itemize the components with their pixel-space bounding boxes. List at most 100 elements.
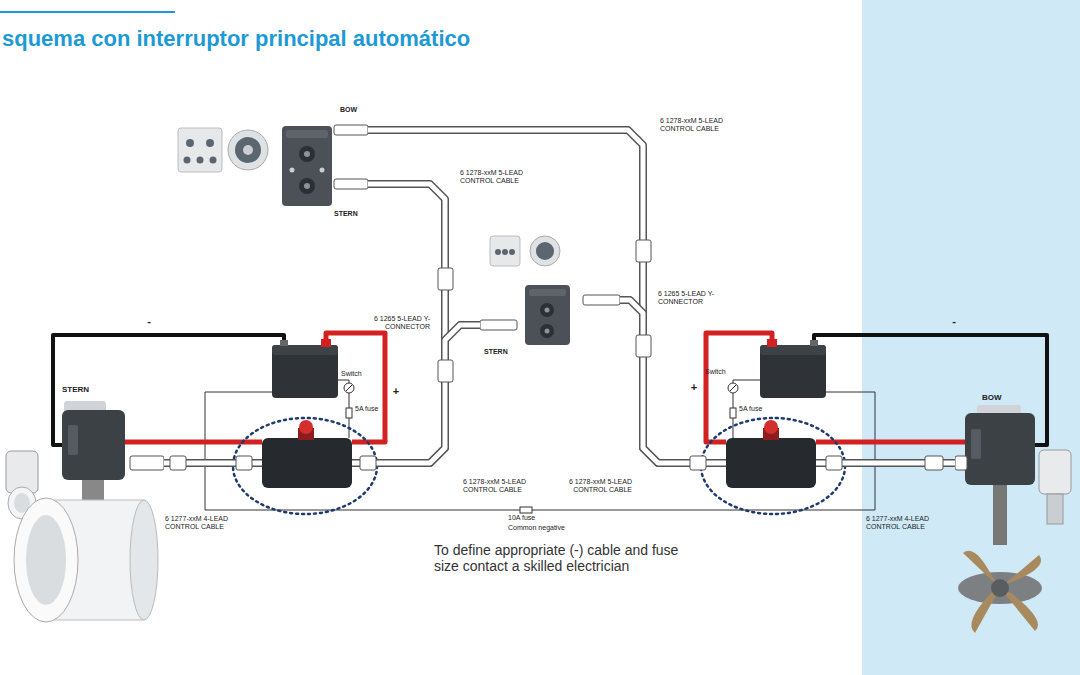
illustration-part xyxy=(955,456,967,470)
illustration-part xyxy=(726,438,816,488)
illustration-part xyxy=(243,145,253,155)
text-holder: Common negative xyxy=(508,524,565,532)
illustration-part xyxy=(82,480,104,502)
text-holder: 5A fuse xyxy=(355,405,378,413)
illustration-part xyxy=(438,360,453,382)
control-panel: STERN xyxy=(480,282,620,370)
diagram-label: 6 1277-xxM 4-LEAD CONTROL CABLE xyxy=(866,515,941,531)
node-text: STERN xyxy=(334,210,358,218)
diagram-label: Common negative xyxy=(508,524,565,532)
illustration-part xyxy=(235,137,261,163)
illustration-part xyxy=(971,429,981,459)
illustration-part xyxy=(991,579,1009,597)
illustration-part xyxy=(304,183,310,189)
illustration-part xyxy=(262,438,352,488)
illustration-part xyxy=(186,139,194,147)
illustration-part xyxy=(1047,494,1063,524)
diagram-label: - xyxy=(948,315,960,328)
illustration-part xyxy=(0,11,175,13)
text-holder: 6 1277-xxM 4-LEAD CONTROL CABLE xyxy=(866,515,941,531)
illustration-part xyxy=(525,285,570,345)
illustration-part xyxy=(170,456,186,470)
text-holder: BOW xyxy=(340,106,357,114)
illustration-part xyxy=(530,236,560,266)
text-holder: STERN xyxy=(334,210,358,218)
illustration-part xyxy=(826,456,842,470)
cable-label: 6 1278-xxM 5-LEAD CONTROL CABLE xyxy=(660,117,734,133)
diagram-label: Switch xyxy=(341,370,362,378)
illustration-part xyxy=(536,242,554,260)
text-holder: 6 1265 5-LEAD Y-CONNECTOR xyxy=(658,290,722,306)
illustration-part xyxy=(280,340,288,346)
node-text: BOW xyxy=(340,106,357,114)
illustration-part xyxy=(320,168,325,173)
illustration-part xyxy=(495,249,501,255)
illustration-part xyxy=(26,515,66,605)
cable-label: 6 1278-xxM 5-LEAD CONTROL CABLE xyxy=(556,478,632,494)
diagram-label: 6 1265 5-LEAD Y-CONNECTOR xyxy=(368,315,430,331)
text-holder: + xyxy=(689,381,699,394)
cable-outline xyxy=(368,130,955,463)
text-holder: - xyxy=(948,315,960,328)
note-text: To define appropriate (-) cable and fuse… xyxy=(434,542,702,574)
illustration-part xyxy=(816,440,965,445)
illustration-part xyxy=(438,268,453,290)
control-panel-drawing xyxy=(480,282,620,370)
text-holder: Switch xyxy=(341,370,362,378)
control-panel-drawing xyxy=(280,104,368,222)
page-title: squema con interruptor principal automát… xyxy=(2,26,470,51)
diagram-label: Switch xyxy=(705,368,726,376)
node-text: BOW xyxy=(982,393,1002,402)
illustration-part xyxy=(299,420,313,434)
illustration-part xyxy=(480,320,517,330)
illustration-part xyxy=(68,425,78,455)
illustration-part xyxy=(236,456,252,470)
illustration-part xyxy=(304,151,310,157)
text-holder: + xyxy=(391,385,401,398)
illustration-part xyxy=(520,507,532,513)
bow-thruster-drawing xyxy=(955,393,1075,645)
illustration-part xyxy=(130,456,164,470)
illustration-part xyxy=(346,385,352,391)
cable-label: 6 1278-xxM 5-LEAD CONTROL CABLE xyxy=(463,478,537,494)
text-holder: 5A fuse xyxy=(739,405,762,413)
stern-thruster-drawing xyxy=(4,385,164,645)
illustration-part xyxy=(490,236,520,266)
illustration-part xyxy=(206,139,214,147)
illustration-part xyxy=(197,157,204,164)
illustration-part xyxy=(545,329,550,334)
illustration-part xyxy=(925,456,943,470)
illustration-part xyxy=(334,125,368,135)
illustration-part xyxy=(993,485,1007,545)
text-holder: STERN xyxy=(484,348,508,356)
diagram-label: 10A fuse xyxy=(508,514,535,522)
illustration-part xyxy=(130,500,158,620)
illustration-part xyxy=(730,385,736,391)
diagram-label: + xyxy=(689,381,699,394)
illustration-part xyxy=(540,303,554,317)
bow-thruster: BOW xyxy=(955,393,1075,645)
control-panel: BOW STERN xyxy=(280,104,368,222)
illustration-part xyxy=(764,420,778,434)
illustration-part xyxy=(184,157,191,164)
text-holder: To define appropriate (-) cable and fuse… xyxy=(434,542,702,574)
illustration-part xyxy=(321,339,331,347)
illustration-part xyxy=(502,249,508,255)
illustration-part xyxy=(636,335,651,357)
stern-thruster: STERN xyxy=(4,385,164,645)
cable-outline xyxy=(164,184,445,463)
illustration-part xyxy=(178,128,222,172)
illustration-part xyxy=(360,456,376,470)
cable-core xyxy=(164,184,445,463)
control-cable xyxy=(368,130,955,463)
illustration-part xyxy=(690,456,706,470)
illustration-part xyxy=(62,410,125,480)
diagram-label: 6 1265 5-LEAD Y-CONNECTOR xyxy=(658,290,722,306)
text-holder: STERN xyxy=(62,385,89,394)
text-holder: BOW xyxy=(982,393,1002,402)
control-cable xyxy=(164,184,445,463)
illustration-part xyxy=(346,408,352,418)
text-holder: 6 1265 5-LEAD Y-CONNECTOR xyxy=(368,315,430,331)
